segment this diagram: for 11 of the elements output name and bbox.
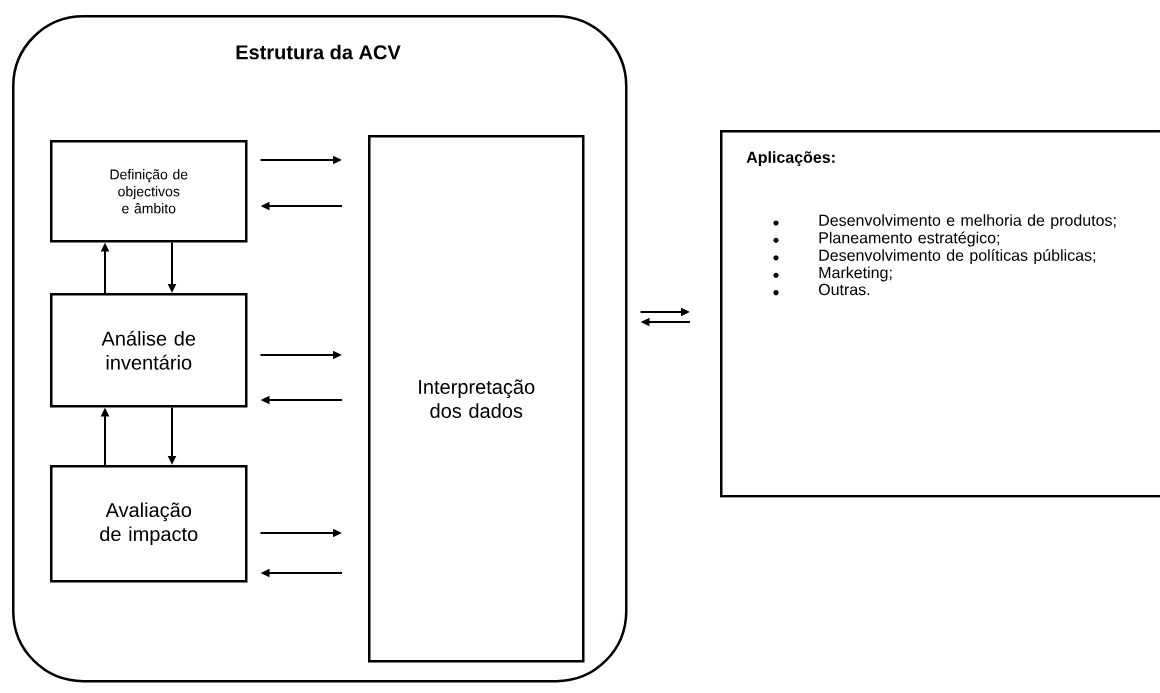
bullet-item: Marketing; bbox=[819, 266, 892, 282]
panel-heading: Aplicações: bbox=[746, 151, 835, 167]
bullet-item: Planeamento estratégico; bbox=[819, 231, 1000, 247]
bullet-item: Desenvolvimento de políticas públicas; bbox=[819, 249, 1096, 265]
process-box: Definição de objectivos e âmbito bbox=[50, 140, 248, 243]
process-box: Análise de inventário bbox=[50, 293, 248, 408]
process-box: Interpretação dos dados bbox=[368, 135, 585, 663]
bullet-item: Desenvolvimento e melhoria de produtos; bbox=[819, 214, 1116, 230]
frame-title: Estrutura da ACV bbox=[236, 44, 401, 60]
bullet-item: Outras. bbox=[818, 283, 870, 296]
process-box: Avaliação de impacto bbox=[50, 465, 248, 583]
